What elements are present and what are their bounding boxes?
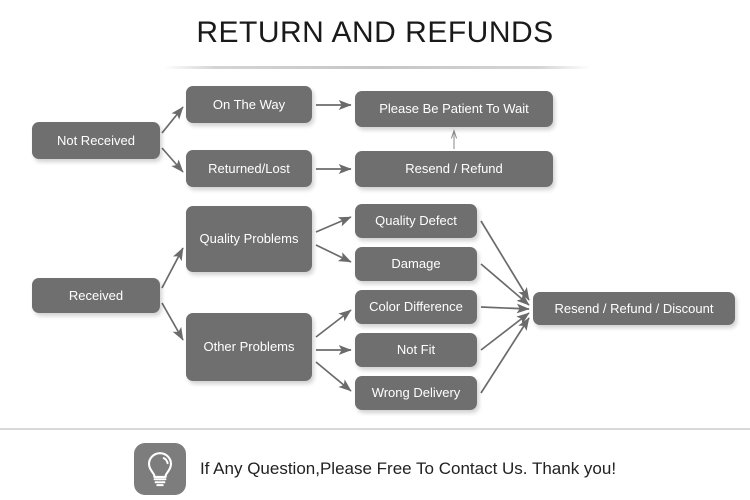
node-resend-refund-discount[interactable]: Resend / Refund / Discount [533, 292, 735, 325]
node-please-be-patient-to-wait[interactable]: Please Be Patient To Wait [355, 91, 553, 127]
node-other-problems[interactable]: Other Problems [186, 313, 312, 381]
footer-contact-text: If Any Question,Please Free To Contact U… [199, 458, 617, 478]
node-returned-lost[interactable]: Returned/Lost [186, 150, 312, 187]
node-quality-defect[interactable]: Quality Defect [355, 204, 477, 238]
footer-divider [0, 428, 750, 430]
node-color-difference[interactable]: Color Difference [355, 290, 477, 324]
node-not-fit[interactable]: Not Fit [355, 333, 477, 367]
title-divider [163, 66, 591, 69]
footer: If Any Question,Please Free To Contact U… [0, 437, 750, 500]
node-wrong-delivery[interactable]: Wrong Delivery [355, 376, 477, 410]
node-quality-problems[interactable]: Quality Problems [186, 206, 312, 272]
node-damage[interactable]: Damage [355, 247, 477, 281]
lightbulb-icon [133, 442, 186, 495]
node-not-received[interactable]: Not Received [32, 122, 160, 159]
node-resend-refund[interactable]: Resend / Refund [355, 151, 553, 187]
node-on-the-way[interactable]: On The Way [186, 86, 312, 123]
flowchart: Not Received On The Way Returned/Lost Pl… [32, 86, 735, 410]
flowchart-arrows [161, 100, 530, 394]
page-title: RETURN AND REFUNDS [196, 16, 554, 49]
node-received[interactable]: Received [32, 278, 160, 313]
